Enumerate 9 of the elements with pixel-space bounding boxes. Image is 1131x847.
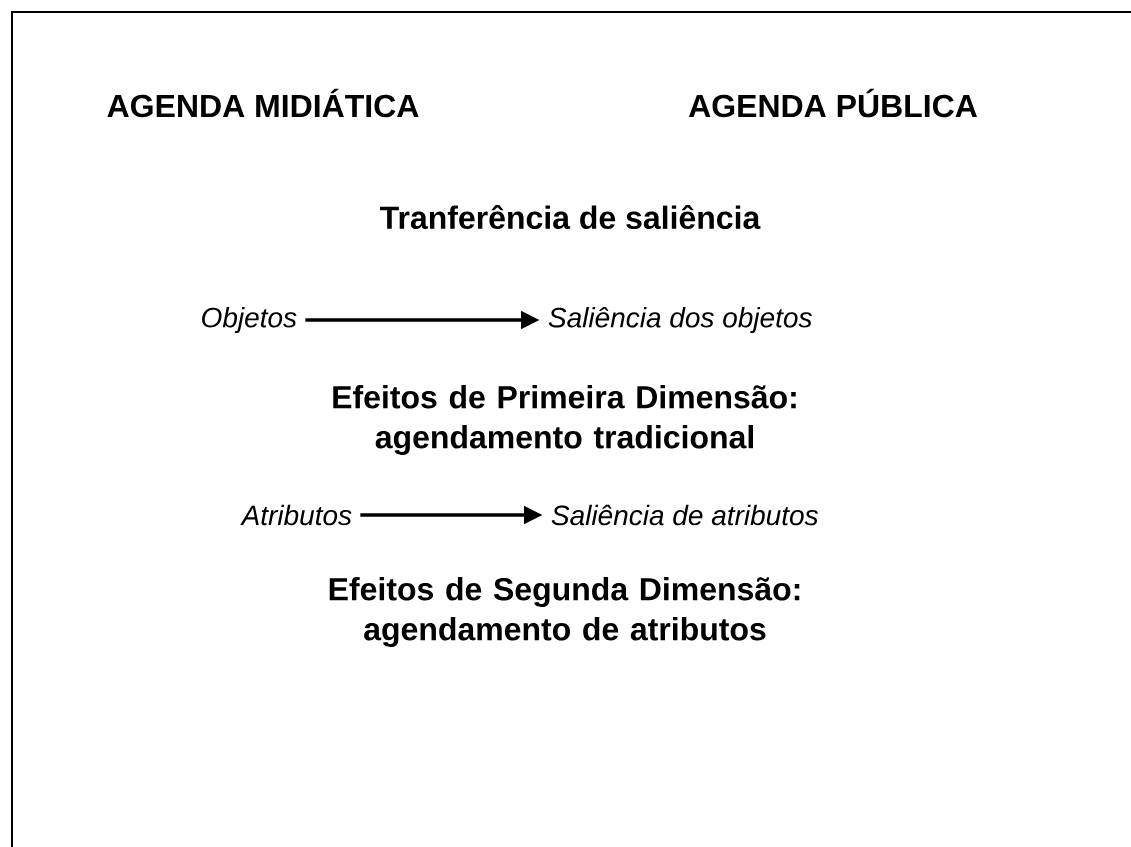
italic-text: Saliência dos objetos [548,306,812,334]
italic-text: Objetos [202,306,297,334]
heading: AGENDA PÚBLICA [688,88,977,118]
italic-text: Saliência de atributos [551,504,818,526]
heading: Tranferência de saliência [380,204,761,230]
italic-text: Atributos [240,504,352,526]
heading: AGENDA MIDIÁTICA [107,88,419,118]
heading: Efeitos de Primeira Dimensão: agendamento tradicional [333,385,796,455]
heading: Efeitos de Segunda Dimensão: agendamento de atributos [329,577,800,647]
